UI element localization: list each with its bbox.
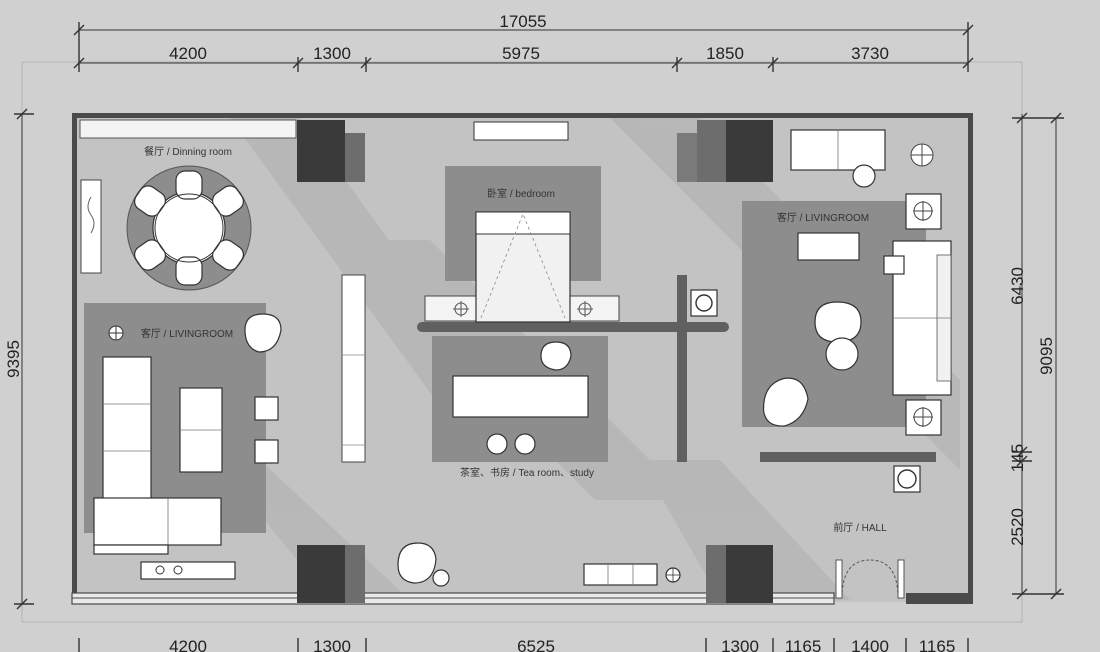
dim-top-4: 1850	[706, 44, 744, 63]
right-living-icons	[910, 143, 934, 427]
window-top-left	[79, 119, 297, 139]
partition-horizontal	[417, 322, 729, 332]
column	[297, 545, 345, 603]
plant-icon	[897, 469, 917, 489]
dim-bottom-1: 4200	[169, 637, 207, 652]
dimension-labels: 17055 4200 1300 5975 1850 3730 4200 1300…	[4, 12, 1056, 652]
room-label-tea-room: 茶室、书房 / Tea room、study	[460, 466, 594, 479]
room-labels: 餐厅 / Dinning room 客厅 / LIVINGROOM 卧室 / b…	[141, 145, 887, 534]
dim-bottom-5: 1165	[785, 637, 822, 652]
bed-fold-lines	[480, 212, 566, 319]
bedroom-furniture	[424, 121, 620, 323]
door-swing	[841, 559, 871, 599]
dim-right-3: 2520	[1008, 508, 1027, 546]
wall-left	[72, 113, 77, 604]
column-side	[697, 120, 726, 182]
tea-room-furniture	[452, 289, 718, 455]
dining-chair	[212, 239, 244, 271]
dim-right-1: 6430	[1008, 267, 1027, 305]
right-living-furniture	[762, 129, 952, 493]
column	[726, 545, 773, 603]
wall-right	[968, 113, 973, 604]
dim-left-total: 9395	[4, 340, 23, 378]
room-label-hall: 前厅 / HALL	[833, 521, 887, 534]
columns	[297, 120, 773, 603]
armchair	[762, 377, 809, 427]
column-side	[677, 133, 697, 182]
column	[726, 120, 773, 182]
dimension-lines	[14, 22, 1064, 652]
side-stool	[432, 569, 450, 587]
column-side	[345, 133, 365, 182]
dim-bottom-2: 1300	[313, 637, 351, 652]
bench-bottom	[583, 563, 658, 586]
table-top	[154, 193, 224, 263]
sofa-chaise	[93, 497, 222, 546]
stool	[486, 433, 508, 455]
door-leaf	[897, 559, 905, 599]
dining-chair	[175, 170, 203, 200]
round-table	[814, 301, 862, 343]
bottom-furniture	[397, 542, 681, 587]
dim-right-2: 145	[1008, 444, 1027, 472]
sideboard	[80, 179, 102, 274]
tv-console	[140, 561, 236, 580]
column	[297, 120, 345, 182]
entrance-doors	[835, 559, 905, 599]
dim-top-3: 5975	[502, 44, 540, 63]
dining-furniture	[80, 165, 252, 291]
partition-vertical	[677, 275, 687, 462]
armchair	[244, 313, 282, 353]
desk-chair	[540, 341, 572, 371]
dim-total-top: 17055	[499, 12, 546, 31]
decor-icon	[87, 196, 95, 234]
partition-hall	[760, 452, 936, 462]
stool	[514, 433, 536, 455]
dining-chair	[134, 239, 166, 271]
dim-bottom-7: 1165	[919, 637, 956, 652]
dim-top-1: 4200	[169, 44, 207, 63]
room-label-living-left: 客厅 / LIVINGROOM	[141, 327, 233, 340]
wall-bottom-right	[906, 593, 973, 604]
dim-bottom-3: 6525	[517, 637, 555, 652]
wardrobe	[473, 121, 569, 141]
tv-console	[797, 232, 860, 261]
side-table	[883, 255, 905, 275]
ottoman	[825, 337, 859, 371]
side-table	[254, 396, 279, 421]
dim-top-2: 1300	[313, 44, 351, 63]
dim-bottom-6: 1400	[851, 637, 889, 652]
column-side	[345, 545, 365, 603]
walls	[71, 113, 973, 605]
left-living-furniture	[93, 313, 282, 580]
column-side	[706, 545, 726, 603]
dim-top-5: 3730	[851, 44, 889, 63]
dining-chair	[175, 256, 203, 286]
wall-top	[72, 113, 973, 118]
stool	[852, 164, 876, 188]
dim-right-total: 9095	[1037, 337, 1056, 375]
dining-chair	[134, 185, 166, 217]
cabinet-tall	[341, 274, 366, 463]
bed-footboard	[475, 211, 571, 235]
plant-icon	[695, 294, 713, 312]
left-living-icons	[108, 325, 183, 575]
room-label-bedroom: 卧室 / bedroom	[487, 187, 555, 200]
room-label-living-right: 客厅 / LIVINGROOM	[777, 211, 869, 224]
dim-bottom-4: 1300	[721, 637, 759, 652]
room-label-dining: 餐厅 / Dinning room	[144, 145, 232, 158]
door-swing	[869, 559, 899, 599]
lounge-chair	[397, 542, 437, 584]
sofa-base	[93, 544, 169, 555]
door-leaf	[835, 559, 843, 599]
study-desk	[452, 375, 589, 418]
dining-chair	[212, 185, 244, 217]
side-table	[254, 439, 279, 464]
partitions	[341, 274, 936, 463]
